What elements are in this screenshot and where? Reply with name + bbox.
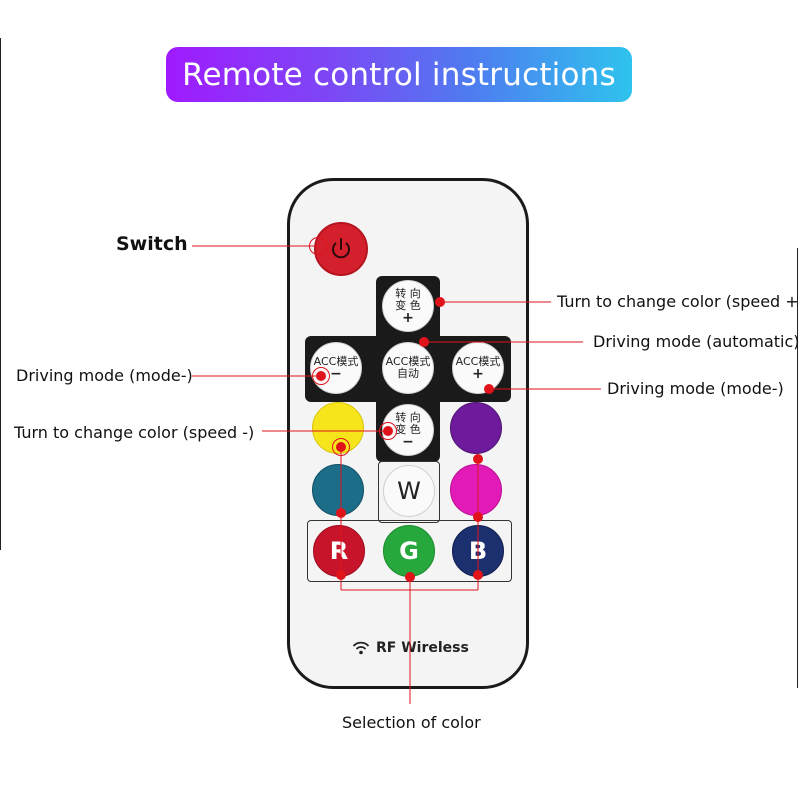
turn-minus-text-1: 转 向 — [395, 411, 421, 424]
dot-teal — [336, 508, 346, 518]
label-mode-right: Driving mode (mode-) — [607, 379, 784, 398]
ring-switch — [309, 237, 327, 255]
turn-plus-text-1: 转 向 — [395, 287, 421, 300]
acc-mode-auto-button[interactable]: ACC模式 自动 — [382, 342, 434, 394]
purple-button[interactable] — [450, 402, 502, 454]
red-button-label: R — [329, 537, 349, 565]
right-edge-line — [797, 248, 798, 688]
dot-green — [405, 572, 415, 582]
acc-center-text-2: 自动 — [397, 367, 419, 380]
teal-button[interactable] — [312, 464, 364, 516]
label-selection: Selection of color — [342, 713, 481, 732]
green-button-label: G — [399, 537, 419, 565]
acc-center-text-1: ACC模式 — [385, 355, 431, 368]
dot-purple — [473, 454, 483, 464]
label-switch: Switch — [116, 233, 188, 255]
plus-sign: + — [402, 310, 414, 326]
acc-right-text: ACC模式 — [455, 355, 501, 368]
page-title: Remote control instructions — [182, 56, 616, 93]
rf-wireless-text: RF Wireless — [376, 640, 469, 656]
ring-mode-left — [312, 367, 330, 385]
label-auto: Driving mode (automatic) — [593, 332, 800, 351]
dot-mode-left — [316, 371, 326, 381]
rf-wireless-label: RF Wireless — [352, 640, 469, 656]
dot-speed-minus — [383, 426, 393, 436]
acc-left-text: ACC模式 — [313, 355, 359, 368]
acc-mode-right-button[interactable]: ACC模式 + — [452, 342, 504, 394]
magenta-button[interactable] — [450, 464, 502, 516]
power-icon — [332, 238, 350, 259]
white-button-frame — [378, 461, 440, 523]
dot-mode-right — [484, 384, 494, 394]
dot-red — [336, 570, 346, 580]
dot-yellow — [336, 442, 346, 452]
left-edge-line — [0, 38, 1, 550]
ring-yellow — [332, 438, 350, 456]
turn-color-plus-button[interactable]: 转 向 变 色 + — [382, 280, 434, 332]
red-button[interactable]: R — [313, 525, 365, 577]
white-button-label: W — [397, 477, 421, 505]
dot-speed-plus — [435, 297, 445, 307]
ring-speed-minus — [379, 422, 397, 440]
minus-sign: − — [330, 366, 342, 382]
turn-plus-text-2: 变 色 — [395, 299, 421, 312]
label-speed-minus: Turn to change color (speed -) — [14, 423, 255, 442]
turn-minus-text-2: 变 色 — [395, 423, 421, 436]
label-speed-plus: Turn to change color (speed +) — [557, 292, 800, 311]
minus-sign-bottom: − — [402, 434, 414, 450]
acc-mode-left-button[interactable]: ACC模式 − — [310, 342, 362, 394]
wifi-icon — [352, 641, 370, 655]
plus-sign-right: + — [472, 366, 484, 382]
label-mode-left: Driving mode (mode-) — [16, 366, 193, 385]
title-banner: Remote control instructions — [166, 47, 632, 102]
dot-auto — [419, 337, 429, 347]
dot-blue — [473, 570, 483, 580]
dot-magenta — [473, 512, 483, 522]
green-button[interactable]: G — [383, 525, 435, 577]
white-button[interactable]: W — [383, 465, 435, 517]
